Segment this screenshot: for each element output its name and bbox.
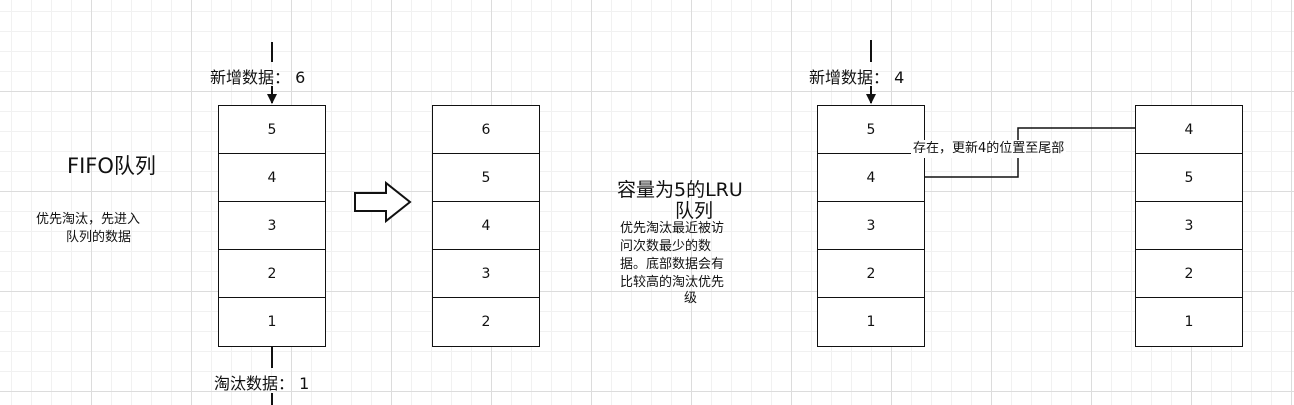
lru-after-cell: 3 xyxy=(1136,202,1242,250)
lru-incoming-label: 新增数据： 4 xyxy=(809,68,905,87)
lru-before-cell: 2 xyxy=(818,250,924,298)
fifo-before-cell: 1 xyxy=(267,314,277,330)
fifo-before-cell: 2 xyxy=(219,250,325,298)
lru-title-line: 队列 xyxy=(675,200,714,222)
fifo-description-line: 队列的数据 xyxy=(66,230,132,245)
lru-before-cell: 3 xyxy=(818,202,924,250)
lru-description-line: 优先淘汰最近被访 xyxy=(620,221,725,236)
fifo-before-cell: 4 xyxy=(219,154,325,202)
fifo-title: FIFO队列 xyxy=(67,154,156,178)
fifo-after-cell: 5 xyxy=(433,154,539,202)
lru-before-cell: 1 xyxy=(866,314,876,330)
lru-before-cell: 4 xyxy=(818,154,924,202)
fifo-after-cell: 2 xyxy=(481,314,491,330)
lru-after-cell: 4 xyxy=(1136,106,1242,154)
lru-description-line: 问次数最少的数 xyxy=(620,239,712,254)
lru-title-line: 容量为5的LRU xyxy=(617,179,743,201)
fifo-queue-after: 6 5 4 3 2 xyxy=(432,105,540,347)
lru-description-line: 据。底部数据会有 xyxy=(620,257,725,272)
lru-queue-before: 5 4 3 2 1 xyxy=(817,105,925,347)
lru-before-cell: 5 xyxy=(818,106,924,154)
fifo-evicted-label: 淘汰数据： 1 xyxy=(214,374,310,393)
fifo-after-cell: 4 xyxy=(433,202,539,250)
fifo-incoming-label: 新增数据： 6 xyxy=(210,68,306,87)
lru-after-cell: 1 xyxy=(1184,314,1194,330)
fifo-description-line: 优先淘汰，先进入 xyxy=(36,212,141,227)
transition-arrow-icon xyxy=(354,180,412,224)
lru-description-line: 比较高的淘汰优先 xyxy=(620,275,725,290)
lru-after-cell: 2 xyxy=(1136,250,1242,298)
fifo-queue-before: 5 4 3 2 1 xyxy=(218,105,326,347)
fifo-before-cell: 5 xyxy=(219,106,325,154)
lru-description-line: 级 xyxy=(684,291,698,306)
fifo-after-cell: 6 xyxy=(433,106,539,154)
lru-queue-after: 4 5 3 2 1 xyxy=(1135,105,1243,347)
lru-after-cell: 5 xyxy=(1136,154,1242,202)
lru-move-note: 存在，更新4的位置至尾部 xyxy=(911,140,1067,158)
fifo-after-cell: 3 xyxy=(433,250,539,298)
fifo-before-cell: 3 xyxy=(219,202,325,250)
